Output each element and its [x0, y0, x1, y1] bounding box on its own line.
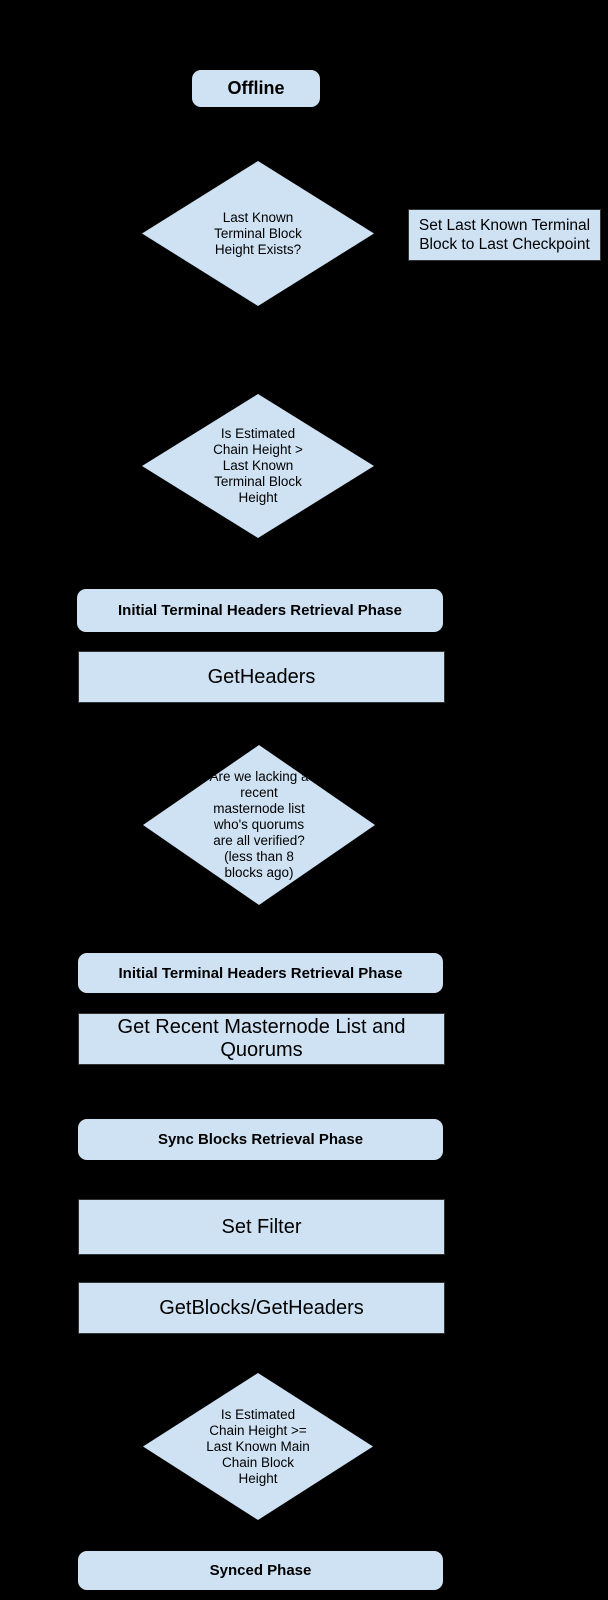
get-recent-masternode-node: Get Recent Masternode List and Quorums [78, 1013, 445, 1065]
getheaders-node: GetHeaders [78, 651, 445, 703]
decision-text-line: Terminal Block [214, 225, 302, 241]
decision-text-line: (less than 8 [224, 849, 294, 864]
offline-node: Offline [192, 70, 320, 107]
decision-text-line: Height [238, 1470, 278, 1486]
decision-text-line: Is Estimated [220, 426, 296, 441]
decision-chain-height-gt-terminal: Is Estimated Chain Height > Last Known T… [142, 394, 374, 538]
decision-text-line: Chain Height >= [209, 1422, 307, 1438]
decision-text-line: blocks ago) [224, 865, 294, 880]
decision-text-line: Last Known Main [206, 1438, 310, 1454]
decision-text-line: Is Estimated [220, 1406, 296, 1422]
decision-text-line: Last Known [222, 458, 294, 473]
decision-chain-height-ge-main: Is Estimated Chain Height >= Last Known … [143, 1373, 373, 1520]
decision-text-line: are all verified? [213, 833, 305, 848]
action-text-line: Set Last Known Terminal [418, 217, 591, 234]
decision-terminal-block-exists: Last Known Terminal Block Height Exists? [142, 161, 374, 306]
set-filter-node: Set Filter [78, 1199, 445, 1255]
decision-text-line: masternode list [213, 801, 305, 816]
getblocks-getheaders-node: GetBlocks/GetHeaders [78, 1282, 445, 1334]
decision-masternode-list-verified: Are we lacking a recent masternode list … [143, 745, 375, 905]
decision-text-line: who's quorums [213, 817, 305, 832]
decision-text-line: Are we lacking a [209, 769, 309, 784]
decision-text-line: Chain Block [221, 1454, 295, 1470]
phase-sync-blocks-retrieval: Sync Blocks Retrieval Phase [78, 1119, 443, 1160]
decision-text-line: Last Known [222, 209, 294, 225]
set-last-checkpoint-node: Set Last Known Terminal Block to Last Ch… [408, 209, 601, 261]
synced-phase-node: Synced Phase [78, 1551, 443, 1590]
decision-text-line: Height [238, 490, 278, 505]
decision-text-line: Chain Height > [213, 442, 303, 457]
decision-text-line: Terminal Block [214, 474, 302, 489]
action-text-line: Block to Last Checkpoint [419, 236, 590, 253]
phase-initial-terminal-headers-1: Initial Terminal Headers Retrieval Phase [77, 589, 443, 632]
phase-initial-terminal-headers-2: Initial Terminal Headers Retrieval Phase [78, 953, 443, 993]
decision-text-line: recent [240, 785, 278, 800]
decision-text-line: Height Exists? [214, 241, 302, 257]
